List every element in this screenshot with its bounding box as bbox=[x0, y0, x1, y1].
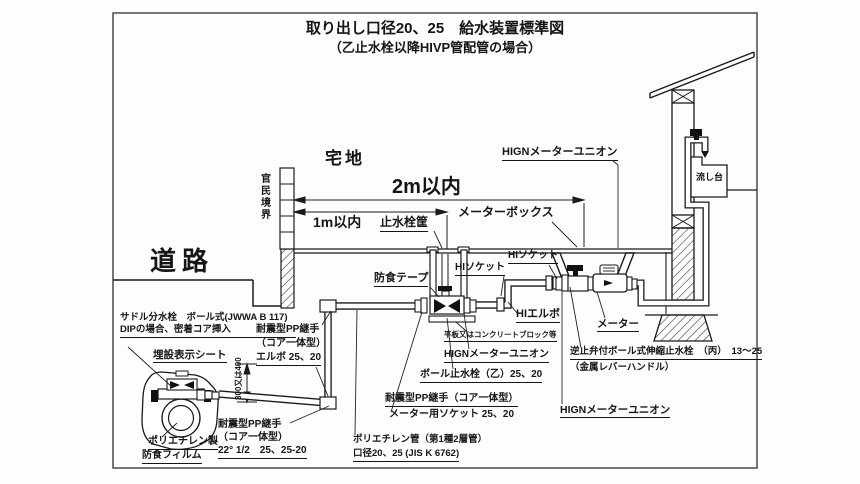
zone-premises: 宅地 bbox=[325, 149, 365, 168]
label-poly-pipe-2: 口径20、25 (JIS K 6762) bbox=[353, 448, 460, 462]
label-pp-elbow-2: （コア一体型） bbox=[256, 338, 326, 349]
faucet bbox=[690, 129, 709, 158]
label-pp-joint-meter-socket-2: メーター用ソケット 25、20 bbox=[389, 409, 515, 420]
page-subtitle: （乙止水栓以降HIVP管配管の場合） bbox=[328, 40, 542, 55]
dim-2m: 2m以内 bbox=[392, 176, 461, 198]
leader-lines bbox=[127, 160, 619, 438]
label-hi-elbow: HIエルボ bbox=[516, 308, 560, 323]
label-poly-film-2: 防食フィルム bbox=[142, 450, 202, 464]
page-title: 取り出し口径20、25 給水装置標準図 bbox=[305, 20, 565, 37]
label-hign-meter-union-top: HIGNメーターユニオン bbox=[502, 146, 618, 161]
label-hign-meter-union-bottom: HIGNメーターユニオン bbox=[560, 404, 671, 419]
dim-1m: 1m以内 bbox=[313, 214, 362, 230]
zone-boundary: 官民境界 bbox=[258, 173, 270, 221]
zone-sink: 流し台 bbox=[696, 172, 724, 182]
label-stop-valve-box: 止水栓筐 bbox=[380, 215, 429, 232]
dim-depth: 300又は400 bbox=[234, 357, 243, 400]
ball-stop-valve-assembly bbox=[414, 286, 477, 323]
service-pipes bbox=[218, 136, 710, 408]
label-saddle-tap-2: DIPの場合、密着コア挿入 bbox=[120, 324, 296, 338]
label-pp-elbow-1: 耐震型PP継手 bbox=[256, 324, 320, 335]
premises-ground bbox=[294, 248, 672, 254]
drawing-frame bbox=[112, 12, 758, 469]
label-check-valve-1: 逆止弁付ボール式伸縮止水栓 （丙） 13～25 bbox=[570, 346, 763, 360]
saddle-tap-assembly bbox=[141, 370, 220, 450]
label-pp-22-2: （コア一体型） bbox=[218, 432, 288, 443]
label-check-valve-2: （金属レバーハンドル） bbox=[570, 362, 675, 373]
label-anticorrosion-tape: 防食テープ bbox=[374, 272, 429, 287]
dimension-1m bbox=[292, 208, 449, 249]
boundary-marker bbox=[279, 167, 295, 309]
road-ground bbox=[113, 279, 281, 307]
label-burial-sheet: 埋設表示シート bbox=[153, 349, 227, 364]
label-flat-plate: 平板又はコンクリートブロック等 bbox=[444, 330, 557, 342]
label-ball-stop-valve: ボール止水栓（乙）25、20 bbox=[420, 369, 543, 383]
meter-box-walls bbox=[550, 252, 636, 277]
label-hi-socket-lower: HIソケット bbox=[455, 262, 505, 276]
label-pp-joint-meter-socket-1: 耐震型PP継手（コア一体型） bbox=[385, 393, 519, 407]
label-hign-meter-union-mid: HIGNメーターユニオン bbox=[444, 349, 549, 363]
label-hi-socket-upper: HIソケット bbox=[508, 250, 558, 264]
label-saddle-tap-1: サドル分水栓 ボール式(JWWA B 117) bbox=[120, 312, 288, 323]
label-poly-pipe-1: ポリエチレン管（第1種2層管） bbox=[353, 434, 488, 445]
label-pp-22-1: 耐震型PP継手 bbox=[218, 419, 282, 430]
label-pp-22-3: 22° 1/2 25、25-20 bbox=[218, 445, 307, 459]
label-meter-box: メーターボックス bbox=[458, 205, 554, 219]
dimension-2m bbox=[292, 196, 586, 247]
meter-assembly bbox=[555, 264, 638, 293]
zone-road: 道路 bbox=[150, 246, 215, 276]
label-meter: メーター bbox=[597, 318, 639, 333]
stop-valve-box-shaft bbox=[426, 246, 470, 300]
label-pp-elbow-3: エルボ 25、20 bbox=[256, 352, 322, 366]
label-poly-film-1: ポリエチレン製 bbox=[148, 436, 218, 450]
